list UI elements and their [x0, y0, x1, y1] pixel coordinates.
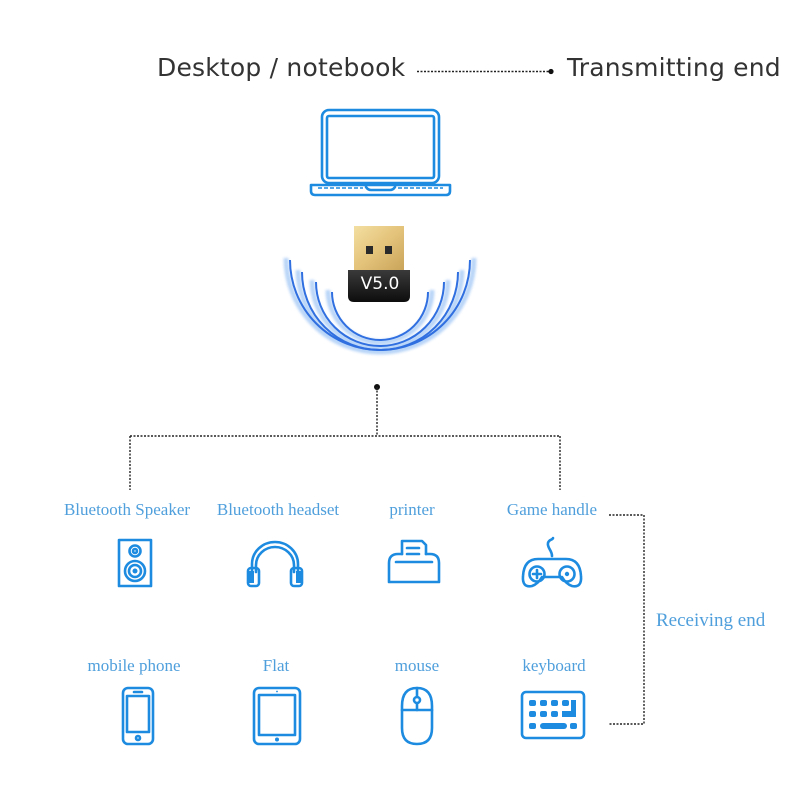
source-label: Desktop / notebook [157, 53, 406, 82]
signal-waves-icon [283, 257, 477, 355]
header-connector-dot [548, 68, 554, 75]
laptop-icon [309, 108, 452, 197]
keyboard-icon [520, 690, 586, 740]
tablet-icon [252, 686, 302, 746]
speaker-icon [117, 538, 153, 588]
headphones-icon [246, 540, 304, 588]
device-label-headset: Bluetooth headset [216, 500, 340, 519]
device-label-printer: printer [389, 500, 435, 519]
transmitting-end-label: Transmitting end [567, 53, 781, 82]
device-label-gamepad: Game handle [506, 500, 598, 519]
phone-icon [121, 686, 155, 746]
adapter-version-label: V5.0 [360, 274, 400, 294]
header-connector [417, 68, 554, 75]
mouse-icon [400, 686, 434, 746]
receiving-bracket-line [609, 514, 645, 725]
bluetooth-adapter [283, 226, 477, 355]
gamepad-icon [521, 536, 583, 588]
device-label-phone: mobile phone [87, 656, 181, 675]
printer-icon [387, 539, 441, 584]
device-label-speaker: Bluetooth Speaker [63, 500, 191, 519]
usb-connector-icon [348, 226, 410, 302]
device-label-tablet: Flat [262, 656, 290, 675]
device-label-mouse: mouse [394, 656, 440, 675]
receiving-end-label: Receiving end [656, 610, 766, 631]
device-label-keyboard: keyboard [522, 656, 586, 675]
